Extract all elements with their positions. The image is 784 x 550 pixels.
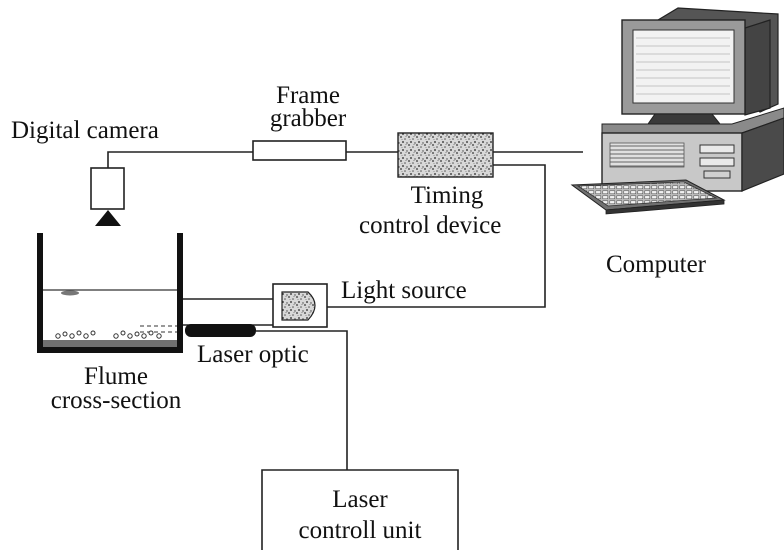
laser-control-unit-box [261, 469, 459, 550]
computer-label: Computer [606, 251, 706, 278]
laser-control-unit-label-line2: controll unit [298, 517, 422, 544]
flume-label-line2: cross-section [50, 387, 182, 414]
timing-control-box [397, 132, 494, 178]
light-source-icon [272, 283, 328, 328]
digital-camera-icon [90, 167, 125, 226]
computer-icon [570, 7, 784, 215]
optic-to-laser-unit-wire [256, 330, 348, 470]
light-source-label: Light source [341, 277, 467, 304]
laser-optic-rod [185, 324, 256, 337]
flume-cross-section [37, 233, 183, 353]
digital-camera-label: Digital camera [11, 117, 159, 144]
frame-grabber-label-line2: grabber [269, 105, 347, 132]
timing-to-lightsource-wire [327, 164, 546, 308]
flume-label-line1: Flume [84, 363, 148, 390]
timing-control-label-line2: control device [359, 212, 502, 239]
frame-grabber-box [252, 140, 347, 161]
timing-control-label-line1: Timing [410, 182, 484, 209]
laser-optic-label: Laser optic [197, 341, 309, 368]
laser-control-unit-label-line1: Laser [332, 486, 388, 513]
frame-grabber-label-line1: Frame [276, 82, 340, 109]
camera-to-grabber-wire [107, 151, 253, 168]
